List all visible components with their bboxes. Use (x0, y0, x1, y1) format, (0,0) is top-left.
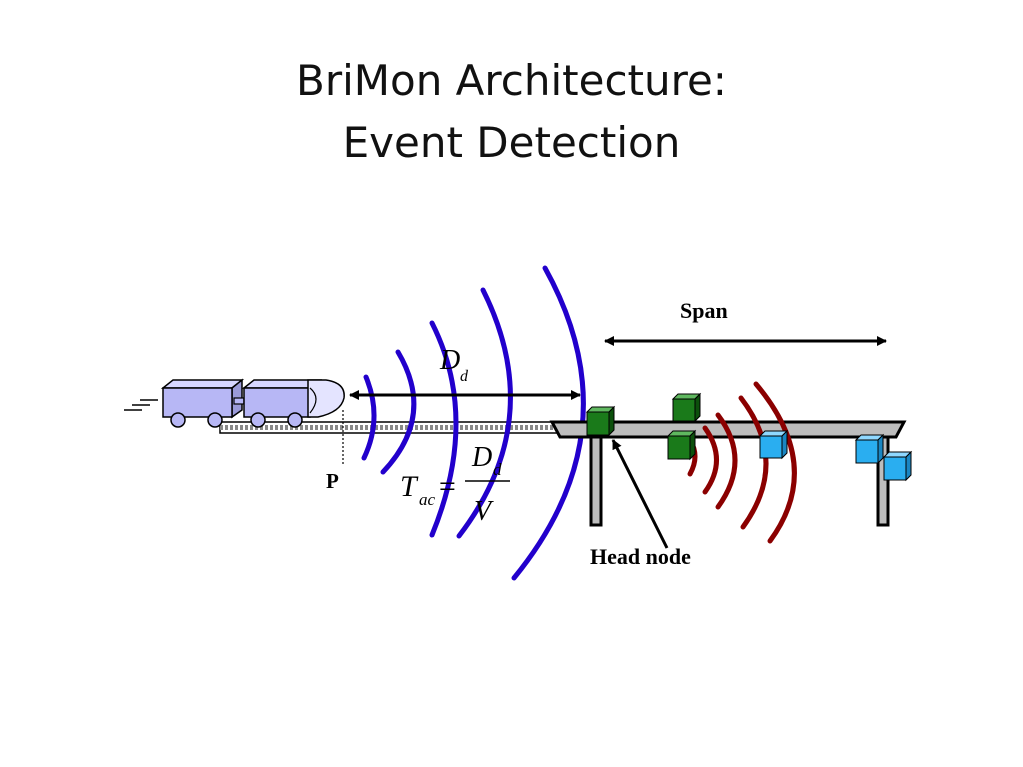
head-node-pointer-arrow (611, 439, 669, 549)
formula-equals: = (437, 470, 457, 503)
head-node-label: Head node (590, 544, 691, 569)
detection-distance-label: D d (439, 345, 469, 385)
svg-text:D: D (439, 345, 460, 376)
head-node-icon (585, 405, 616, 437)
formula-numerator-subscript: d (493, 460, 502, 479)
formula-lhs-subscript: ac (419, 490, 436, 509)
title-line-2: Event Detection (342, 118, 681, 167)
node-wave-icon (687, 381, 797, 544)
detection-time-formula: T ac = D d V (400, 442, 510, 527)
formula-lhs-symbol: T (400, 470, 419, 503)
svg-text:d: d (460, 368, 469, 385)
span-label: Span (680, 298, 728, 323)
sensor-node-icon (882, 450, 913, 482)
motion-lines-icon (124, 399, 158, 411)
sensor-node-icon (758, 429, 789, 460)
title-line-1: BriMon Architecture: (296, 56, 727, 105)
sensor-node-icon (666, 429, 697, 461)
sensor-node-icon (671, 392, 702, 423)
formula-denominator: V (474, 496, 494, 527)
point-p-label: P (326, 469, 339, 493)
train-icon (160, 378, 345, 428)
slide-title: BriMon Architecture: Event Detection (0, 50, 1023, 174)
sensor-node-icon (854, 433, 885, 465)
formula-numerator: D (471, 442, 492, 473)
